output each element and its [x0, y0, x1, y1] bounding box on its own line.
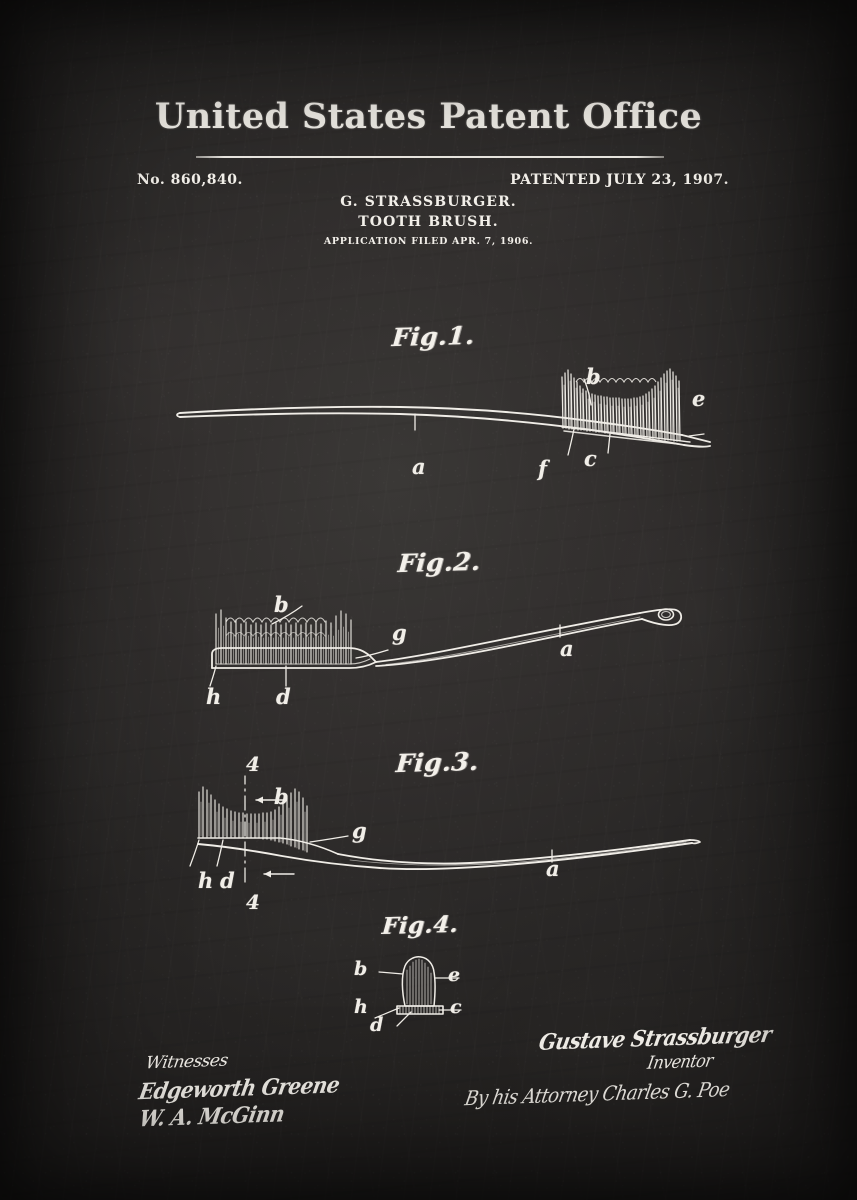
figure-4-ref-h: h — [354, 996, 368, 1018]
figure-3-drawing — [190, 770, 700, 900]
figure-1-ref-c: c — [584, 446, 597, 471]
witness-signature-1: Edgeworth Greene — [136, 1071, 342, 1105]
figure-3-ref-d: d — [220, 868, 235, 893]
figure-1-ref-b: b — [586, 364, 601, 389]
attorney-signature: By his Attorney Charles G. Poe — [463, 1078, 732, 1111]
figure-3-ref-a: a — [546, 856, 560, 881]
figure-4-caption: Fig.4. — [380, 910, 460, 941]
figure-2-caption: Fig.2. — [396, 546, 482, 579]
figure-2-ref-a: a — [560, 636, 574, 661]
figure-2-drawing — [200, 580, 690, 690]
figure-3-section-label-bottom: 4 — [246, 890, 260, 914]
figure-4-drawing — [355, 948, 485, 1028]
figure-2-ref-g: g — [392, 620, 407, 645]
witnesses-label: Witnesses — [144, 1050, 230, 1074]
figure-3-ref-g: g — [352, 818, 367, 843]
figure-4-ref-b: b — [354, 958, 368, 980]
header-divider-rule — [196, 156, 664, 158]
figure-1-ref-a: a — [412, 454, 426, 479]
figure-3-section-label-top: 4 — [246, 752, 260, 776]
inventor-signature: Gustave Strassburger — [536, 1020, 774, 1056]
figure-4-ref-c: c — [450, 996, 462, 1018]
figure-3-ref-b: b — [274, 784, 289, 809]
subject-line: TOOTH BRUSH. — [358, 214, 499, 230]
figure-2-ref-d: d — [276, 684, 291, 709]
patent-number: No. 860,840. — [137, 172, 243, 188]
figure-4-ref-d: d — [370, 1014, 384, 1036]
figure-1-ref-e: e — [692, 386, 706, 411]
inventor-name-line: G. STRASSBURGER. — [340, 194, 517, 210]
figure-1-drawing — [170, 355, 710, 475]
inventor-label: Inventor — [645, 1049, 715, 1074]
figure-1-ref-f: f — [538, 456, 548, 481]
figure-4-ref-e: e — [448, 964, 461, 986]
patented-date: PATENTED JULY 23, 1907. — [510, 172, 729, 188]
figure-1-caption: Fig.1. — [390, 320, 476, 353]
figure-2-ref-b: b — [274, 592, 289, 617]
application-line: APPLICATION FILED APR. 7, 1906. — [323, 236, 534, 247]
patent-office-title: United States Patent Office — [154, 96, 703, 137]
figure-3-ref-h: h — [198, 868, 214, 893]
witness-signature-2: W. A. McGinn — [137, 1100, 287, 1132]
figure-2-ref-h: h — [206, 684, 222, 709]
